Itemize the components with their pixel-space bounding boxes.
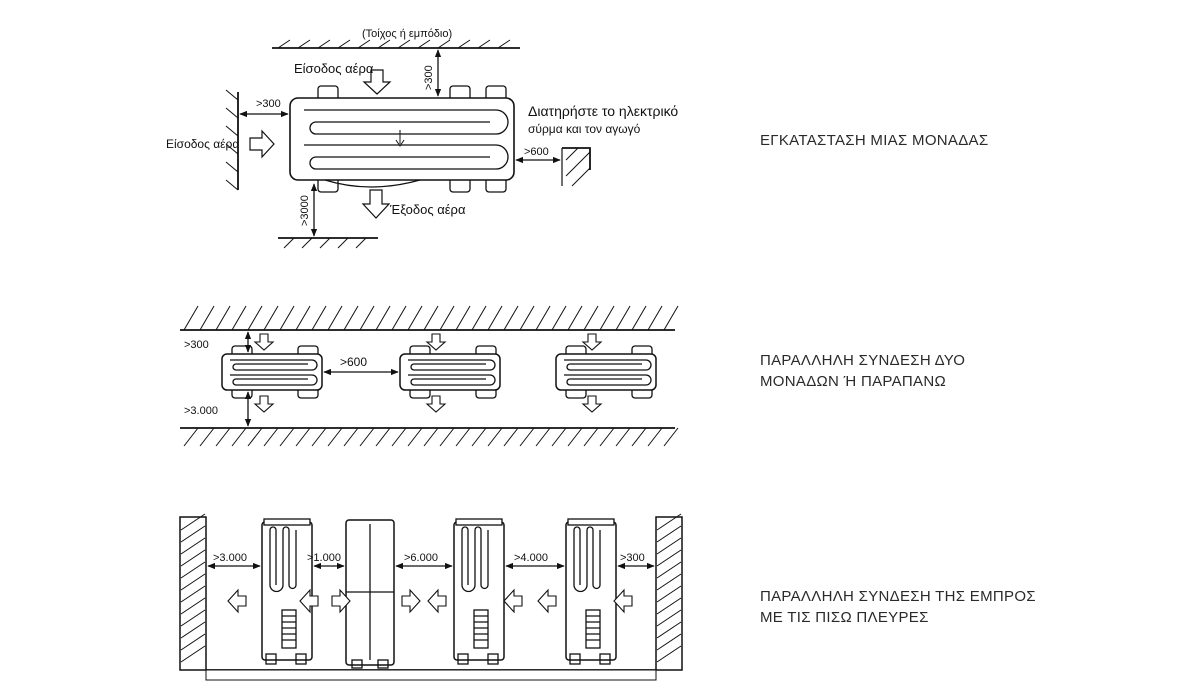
dim-label-bottom: >3000 bbox=[299, 195, 311, 226]
caption-single-unit: ΕΓΚΑΤΑΣΤΑΣΗ ΜΙΑΣ ΜΟΝΑΔΑΣ bbox=[760, 130, 988, 151]
caption-parallel-line-2: ΜΟΝΑΔΩΝ Ή ΠΑΡΑΠΑΝΩ bbox=[760, 373, 946, 390]
outdoor-unit-top-view bbox=[289, 85, 515, 193]
caption-parallel-line-1: ΠΑΡΑΛΛΗΛΗ ΣΥΝΔΕΣΗ ΔΥΟ bbox=[760, 352, 966, 369]
front-back-labels: >3.000 >1.000 >6.000 >4.000 >300 bbox=[213, 552, 645, 564]
unit-3 bbox=[555, 345, 657, 399]
unit-side-1 bbox=[261, 518, 313, 665]
air-inlet-top-arrow bbox=[362, 69, 392, 95]
dim-label-right: >600 bbox=[524, 146, 549, 158]
dim-label-bottom: >3.000 bbox=[184, 405, 218, 417]
caption-single-unit-text: ΕΓΚΑΤΑΣΤΑΣΗ ΜΙΑΣ ΜΟΝΑΔΑΣ bbox=[760, 132, 989, 149]
dim-label-1: >3.000 bbox=[213, 552, 247, 564]
air-inlet-left-label: Είσοδος αέρα bbox=[166, 137, 239, 151]
dim-label-top: >300 bbox=[184, 339, 209, 351]
unit-front-2 bbox=[345, 519, 395, 669]
note-line-1: Διατηρήστε το ηλεκτρικό bbox=[528, 103, 678, 119]
air-inlet-left-arrow bbox=[249, 129, 275, 159]
wall-hatch bbox=[183, 305, 679, 447]
dim-label-5: >300 bbox=[620, 552, 645, 564]
airflow-arrows bbox=[253, 333, 603, 413]
unit-side-4 bbox=[565, 518, 617, 665]
parallel-units-diagram bbox=[180, 305, 679, 447]
air-outlet-arrow bbox=[361, 189, 391, 219]
right-obstacle bbox=[561, 147, 591, 187]
wall-label: (Τοίχος ή εμπόδιο) bbox=[362, 28, 452, 40]
dim-label-between: >600 bbox=[340, 355, 367, 369]
caption-front-back-line-2: ΜΕ ΤΙΣ ΠΙΣΩ ΠΛΕΥΡΕΣ bbox=[760, 609, 929, 626]
caption-front-back-line-1: ΠΑΡΑΛΛΗΛΗ ΣΥΝΔΕΣΗ ΤΗΣ ΕΜΠΡΟΣ bbox=[760, 588, 1036, 605]
left-wall-hatch bbox=[225, 89, 239, 191]
parallel-units-labels: >300 >600 >3.000 bbox=[184, 339, 367, 417]
unit-side-3 bbox=[453, 518, 505, 665]
dim-label-2: >1.000 bbox=[307, 552, 341, 564]
floor-slab bbox=[205, 669, 657, 681]
single-unit-diagram bbox=[225, 39, 591, 249]
unit-2 bbox=[399, 345, 501, 399]
air-outlet-label: Έξοδος αέρα bbox=[389, 202, 466, 217]
single-unit-labels: (Τοίχος ή εμπόδιο) Είσοδος αέρα Είσοδος … bbox=[166, 28, 678, 226]
dim-label-left: >300 bbox=[256, 98, 281, 110]
wall-hatch bbox=[180, 513, 682, 663]
dim-label-3: >6.000 bbox=[404, 552, 438, 564]
air-inlet-top-label: Είσοδος αέρα bbox=[294, 61, 374, 76]
caption-front-back: ΠΑΡΑΛΛΗΛΗ ΣΥΝΔΕΣΗ ΤΗΣ ΕΜΠΡΟΣ ΜΕ ΤΙΣ ΠΙΣΩ… bbox=[760, 586, 1036, 628]
front-back-diagram bbox=[179, 513, 683, 681]
top-wall-hatch bbox=[277, 39, 511, 49]
floor-hatch bbox=[283, 237, 367, 249]
dim-label-top: >300 bbox=[423, 65, 435, 90]
airflow-arrows bbox=[227, 588, 633, 614]
dim-label-4: >4.000 bbox=[514, 552, 548, 564]
caption-parallel-units: ΠΑΡΑΛΛΗΛΗ ΣΥΝΔΕΣΗ ΔΥΟ ΜΟΝΑΔΩΝ Ή ΠΑΡΑΠΑΝΩ bbox=[760, 350, 965, 392]
unit-1 bbox=[221, 345, 323, 399]
note-line-2: σύρμα και τον αγωγό bbox=[528, 122, 641, 136]
